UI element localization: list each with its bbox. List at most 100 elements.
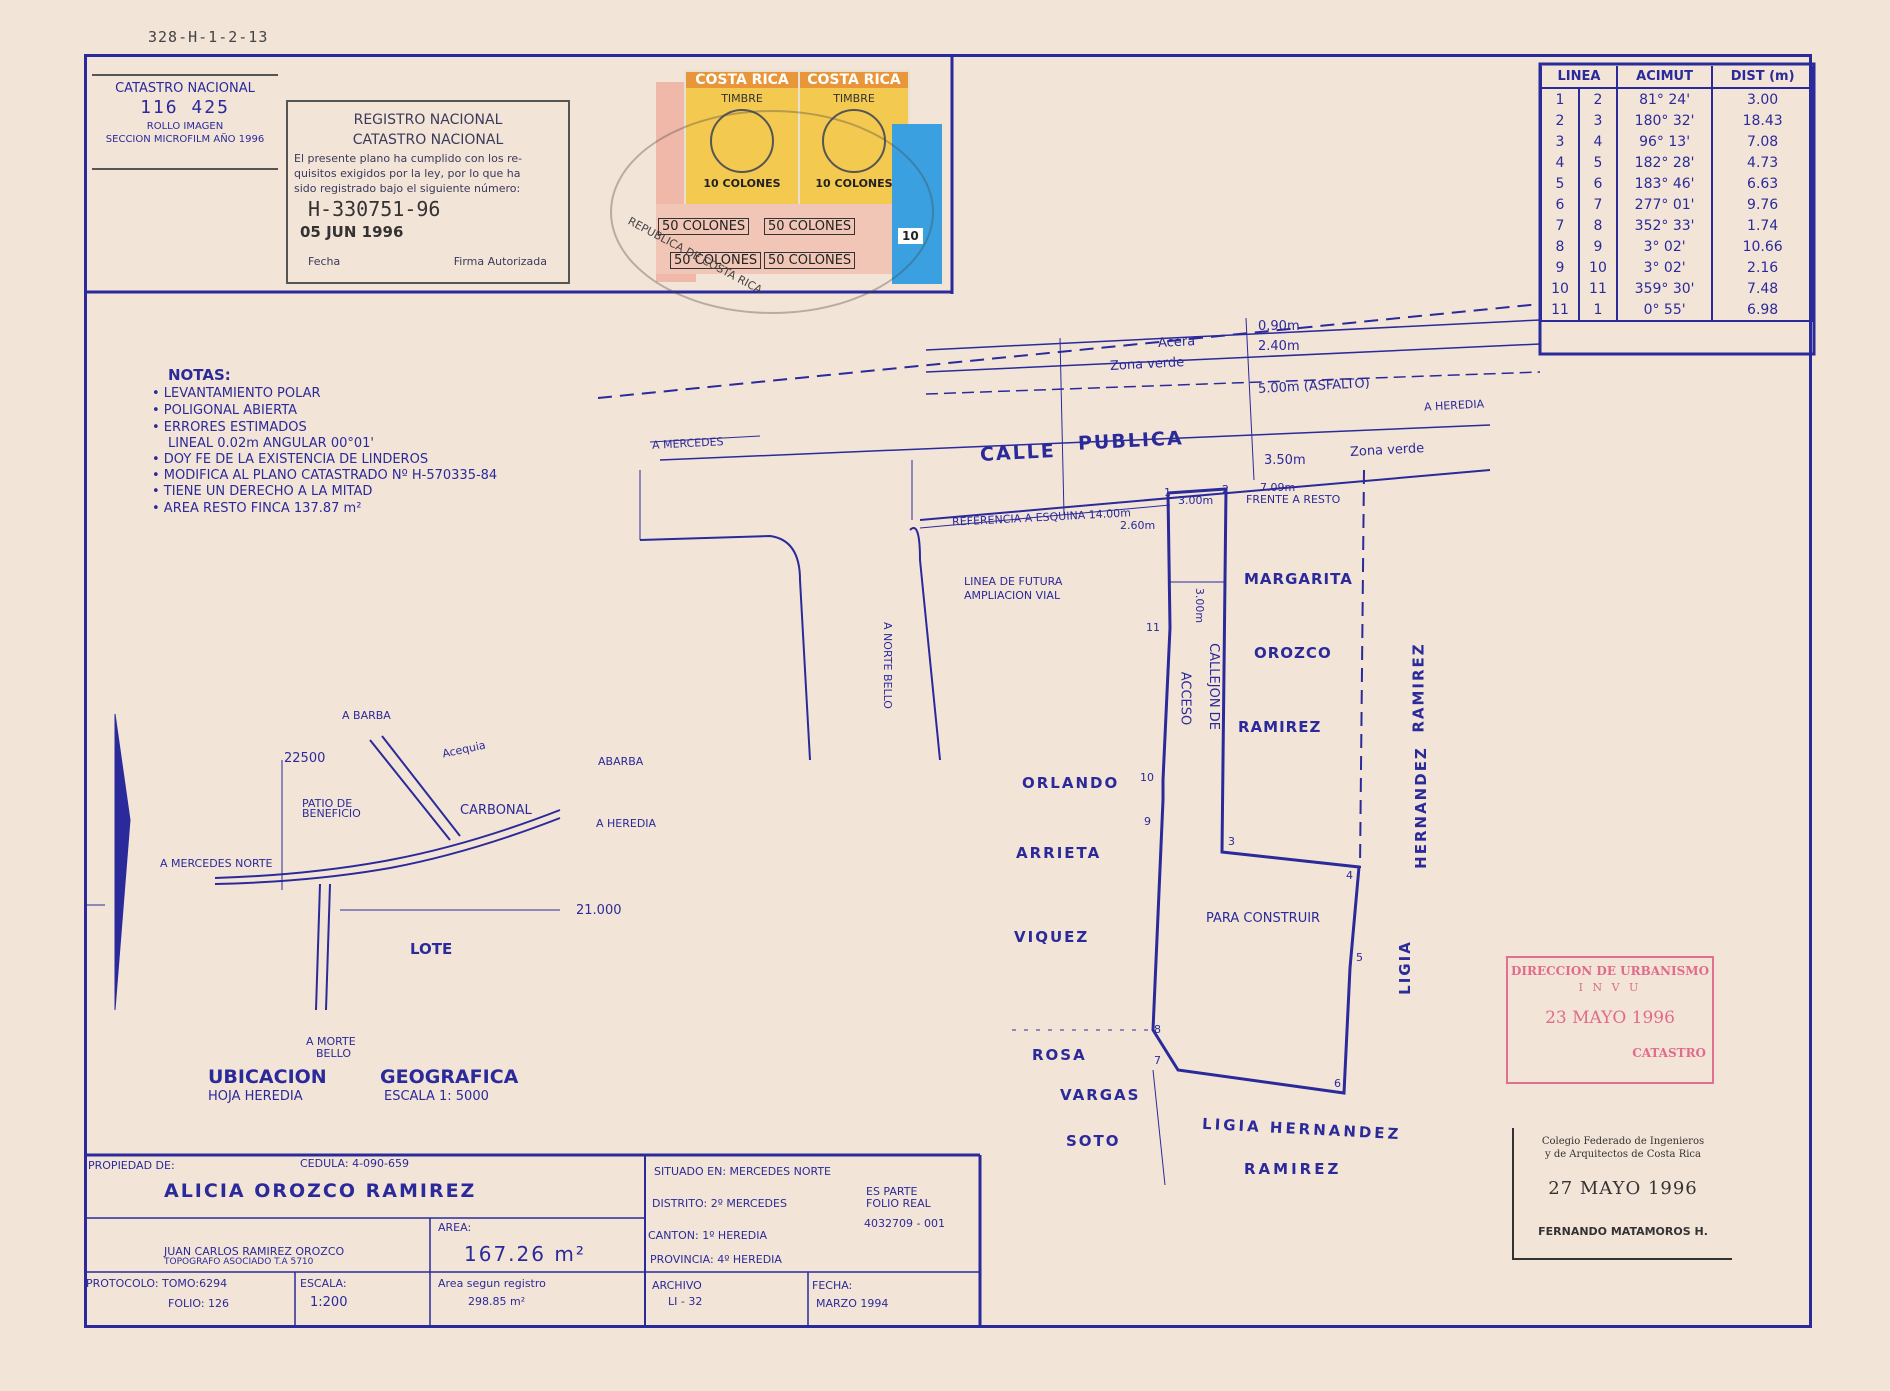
table-cell: 3.00 [1711,88,1814,110]
label-para-construir: PARA CONSTRUIR [1206,911,1321,926]
neighbor-ramirez-bottom: RAMIREZ [1244,1160,1342,1178]
tb-area-value: 167.26 m² [464,1242,586,1266]
table-cell: 6 [1577,173,1618,194]
tb-area-registro-label: Area segun registro [438,1277,546,1290]
dim-709: 7.09m [1260,481,1296,494]
drawing-frame [84,54,1812,1328]
plano-number: H-330751-96 [308,197,441,221]
urbanismo-line3: CATASTRO [1632,1046,1706,1060]
table-cell: 81° 24' [1615,88,1714,110]
table-cell: 277° 01' [1615,194,1714,215]
fecha-label: Fecha [308,255,341,268]
neighbor-orlando: ORLANDO [1022,774,1120,792]
tb-archivo-label: ARCHIVO [652,1279,702,1292]
colegio-stamp: Colegio Federado de Ingenieros y de Arqu… [1512,1128,1732,1260]
owner-margarita: MARGARITA [1244,570,1353,588]
registro-text1: El presente plano ha cumplido con los re… [294,152,523,165]
point-6: 6 [1334,1077,1341,1090]
dim-260: 2.60m [1120,519,1156,532]
catastro-line2: SECCION MICROFILM AÑO 1996 [105,134,265,145]
neighbor-rosa: ROSA [1032,1046,1087,1064]
table-cell: 8 [1577,215,1618,236]
tb-owner: ALICIA OROZCO RAMIREZ [164,1180,477,1202]
urbanismo-line1: DIRECCION DE URBANISMO [1510,964,1710,978]
notes-title: NOTAS: [168,366,231,384]
label-a-mercedes: A MERCEDES [651,435,724,452]
tb-situado: SITUADO EN: MERCEDES NORTE [654,1165,831,1178]
note-item: • DOY FE DE LA EXISTENCIA DE LINDEROS [152,452,429,467]
table-cell: 3 [1577,110,1618,131]
note-item: LINEAL 0.02m ANGULAR 00°01' [168,436,374,451]
tb-es-parte: ES PARTE [866,1185,918,1198]
note-item: • ERRORES ESTIMADOS [152,420,307,435]
table-cell: 8 [1540,236,1580,257]
reference-code: 328-H-1-2-13 [148,28,269,46]
owner-orozco: OROZCO [1254,644,1332,662]
table-cell: 9.76 [1711,194,1814,215]
note-item: • POLIGONAL ABIERTA [152,403,298,418]
point-5: 5 [1356,951,1363,964]
table-cell: 9 [1577,236,1618,257]
table-cell: 5 [1577,152,1618,173]
loc-a-heredia: A HEREDIA [596,817,657,830]
loc-a-mercedes-norte: A MERCEDES NORTE [160,857,273,870]
loc-a-barba: A BARBA [342,709,391,722]
table-cell: 183° 46' [1615,173,1714,194]
label-acera: Acera [1157,334,1196,351]
table-cell: 359° 30' [1615,278,1714,299]
registro-text3: sido registrado bajo el siguiente número… [294,182,521,195]
dim-acera: 0.90m [1258,319,1300,334]
colegio-line1: Colegio Federado de Ingenieros [1541,1136,1705,1147]
label-a-heredia: A HEREDIA [1423,397,1485,414]
header-linea: LINEA [1540,66,1618,89]
table-cell: 2.16 [1711,257,1814,278]
neighbor-soto: SOTO [1066,1132,1121,1150]
loc-patio2: BENEFICIO [302,807,361,820]
point-10: 10 [1140,771,1154,784]
catastro-stamp: CATASTRO NACIONAL 116 425 ROLLO IMAGEN S… [92,74,278,170]
table-cell: 7.08 [1711,131,1814,152]
tb-folio-real-value: 4032709 - 001 [864,1217,945,1230]
loc-patio1: PATIO DE [302,797,353,810]
point-9: 9 [1144,815,1151,828]
registro-title2: CATASTRO NACIONAL [352,132,504,148]
registro-stamp: REGISTRO NACIONAL CATASTRO NACIONAL El p… [286,100,570,284]
label-calle: CALLE [979,440,1057,466]
loc-carbonal: CARBONAL [460,803,532,818]
table-cell: 6.63 [1711,173,1814,194]
tb-archivo-value: LI - 32 [668,1295,703,1308]
tb-folio: FOLIO: 126 [168,1297,230,1310]
tb-topografo-title: TOPOGRAFO ASOCIADO T.A 5710 [164,1257,314,1267]
table-cell: 10.66 [1711,236,1814,257]
label-zona-verde-bottom: Zona verde [1349,441,1425,460]
neighbor-ligia-2: HERNANDEZ [1411,746,1430,869]
tb-escala-label: ESCALA: [300,1277,347,1290]
label-acceso: ACCESO [1177,671,1193,726]
owner-ramirez: RAMIREZ [1238,718,1322,736]
tb-fecha-label: FECHA: [812,1279,853,1292]
table-cell: 3 [1540,131,1580,152]
table-cell: 3° 02' [1615,257,1714,278]
table-cell: 352° 33' [1615,215,1714,236]
table-cell: 5 [1540,173,1580,194]
loc-coord-e: 21.000 [576,903,622,918]
neighbor-viquez: VIQUEZ [1014,928,1090,946]
note-item: • LEVANTAMIENTO POLAR [152,386,321,401]
registro-text2: quisitos exigidos por la ley, por lo que… [294,167,521,180]
tb-area-label: AREA: [438,1221,472,1234]
registro-date: 05 JUN 1996 [300,223,404,241]
point-2: 2 [1222,483,1229,496]
label-frente: FRENTE A RESTO [1246,493,1341,506]
table-cell: 18.43 [1711,110,1814,131]
dim-300-top: 3.00m [1178,494,1214,507]
loc-geografica: GEOGRAFICA [380,1066,519,1088]
header-acimut: ACIMUT [1615,66,1714,89]
note-item: • TIENE UN DERECHO A LA MITAD [152,484,373,499]
